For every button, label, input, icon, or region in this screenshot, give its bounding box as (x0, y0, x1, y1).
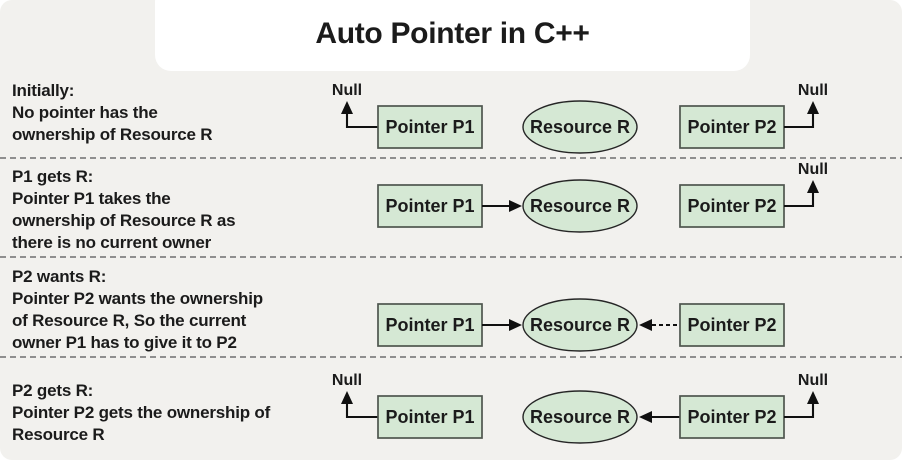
pointer-p1-box (377, 105, 483, 149)
resource-ellipse (522, 390, 638, 444)
row1-heading: Initially: (12, 81, 75, 100)
null-label: Null (332, 82, 362, 99)
row3-heading: P2 wants R: (12, 267, 107, 286)
resource-ellipse (522, 179, 638, 233)
row2-heading: P1 gets R: (12, 167, 94, 186)
p2-null-link (784, 193, 815, 208)
row3-diagram: Pointer P1 Resource R Pointer P2 (377, 298, 785, 352)
pointer-p2-label: Pointer P2 (687, 407, 776, 427)
row4-line: Resource R (12, 425, 105, 444)
row1-line: ownership of Resource R (12, 125, 213, 144)
pointer-p1-box (377, 395, 483, 439)
row3-line: of Resource R, So the current (12, 311, 247, 330)
up-arrow-icon (341, 391, 353, 404)
row1-diagram: Null Pointer P1 Resource R Pointer P2 Nu… (332, 82, 828, 154)
pointer-p2-label: Pointer P2 (687, 315, 776, 335)
p2-null-link (784, 404, 815, 419)
row2-line: Pointer P1 takes the (12, 189, 171, 208)
pointer-p2-box (679, 105, 785, 149)
pointer-p1-label: Pointer P1 (385, 117, 474, 137)
row2-diagram: Pointer P1 Resource R Pointer P2 Null (377, 161, 828, 233)
pointer-p2-box (679, 395, 785, 439)
pointer-p2-label: Pointer P2 (687, 117, 776, 137)
pointer-p2-label: Pointer P2 (687, 196, 776, 216)
resource-label: Resource R (530, 196, 630, 216)
pointer-p1-label: Pointer P1 (385, 196, 474, 216)
null-label: Null (798, 161, 828, 178)
up-arrow-icon (341, 101, 353, 114)
row1-description: Initially: No pointer has the ownership … (12, 80, 213, 146)
row4-diagram: Null Pointer P1 Resource R Pointer P2 Nu… (332, 372, 828, 444)
null-label: Null (798, 82, 828, 99)
resource-ellipse (522, 100, 638, 154)
null-label: Null (798, 372, 828, 389)
right-arrow-icon (509, 319, 522, 331)
resource-ellipse (522, 298, 638, 352)
up-arrow-icon (807, 101, 819, 114)
row2-description: P1 gets R: Pointer P1 takes the ownershi… (12, 166, 236, 254)
row3-line: owner P1 has to give it to P2 (12, 333, 237, 352)
up-arrow-icon (807, 391, 819, 404)
pointer-p2-box (679, 184, 785, 228)
p1-null-link (345, 404, 378, 419)
resource-label: Resource R (530, 407, 630, 427)
left-arrow-icon (639, 411, 652, 423)
title-card: Auto Pointer in C++ (155, 0, 750, 71)
row3-line: Pointer P2 wants the ownership (12, 289, 263, 308)
row4-line: Pointer P2 gets the ownership of (12, 403, 271, 422)
left-arrow-icon (639, 319, 652, 331)
p1-null-link (345, 114, 378, 129)
pointer-p1-label: Pointer P1 (385, 407, 474, 427)
null-label: Null (332, 372, 362, 389)
up-arrow-icon (807, 180, 819, 193)
pointer-p2-box (679, 303, 785, 347)
pointer-p1-label: Pointer P1 (385, 315, 474, 335)
row1-line: No pointer has the (12, 103, 158, 122)
row4-description: P2 gets R: Pointer P2 gets the ownership… (12, 380, 270, 446)
row4-heading: P2 gets R: (12, 381, 94, 400)
resource-label: Resource R (530, 315, 630, 335)
p2-null-link (784, 114, 815, 129)
row3-description: P2 wants R: Pointer P2 wants the ownersh… (12, 266, 263, 354)
resource-label: Resource R (530, 117, 630, 137)
row2-line: there is no current owner (12, 233, 212, 252)
right-arrow-icon (509, 200, 522, 212)
row2-line: ownership of Resource R as (12, 211, 236, 230)
page-title: Auto Pointer in C++ (315, 16, 590, 50)
